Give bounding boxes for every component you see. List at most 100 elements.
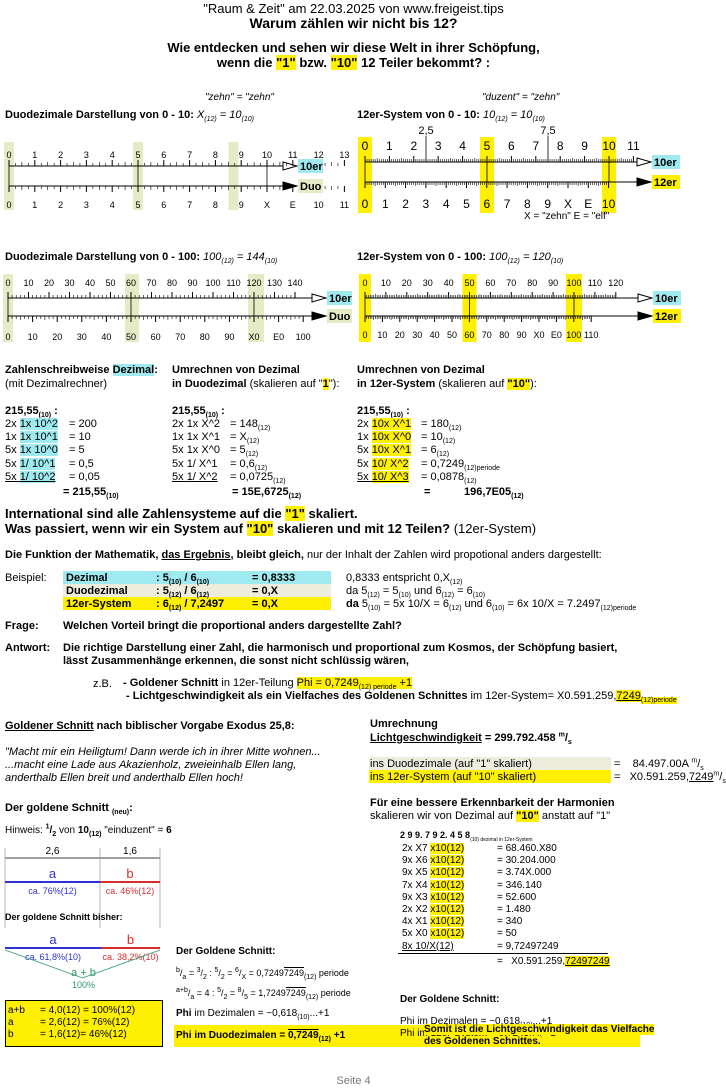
tick-label-top: 11: [627, 139, 640, 153]
conversion-row: 5x 1/ 10^1= 0,5: [5, 457, 94, 470]
row-value: = 6(12): [421, 444, 450, 459]
golden-box-row: b= 1,6(12)= 46%(12): [8, 1029, 127, 1040]
umr-factor: 4x X1 x10(12): [402, 916, 465, 928]
box-value: = 4,0(12) = 100%(12): [40, 1005, 136, 1016]
tick-label-top: 0: [362, 139, 369, 153]
tick-label-bottom: 7: [187, 200, 192, 210]
tick-label-top: 8: [213, 150, 218, 160]
duo10-title: Duodezimale Darstellung von 0 - 10: X(12…: [5, 109, 254, 124]
label-bottom: Duo: [300, 181, 322, 193]
umr-row: 9x X6 x10(12)= 30.204.000: [402, 855, 556, 867]
col2-total: = 15E,6725(12): [232, 486, 302, 501]
conversion-row: 5x 1/ 10^2= 0,05: [5, 470, 100, 483]
somit-line2: des Goldenen Schnittes.: [424, 1036, 541, 1047]
tick-label-top: 120: [246, 278, 261, 288]
tick-label-top: 80: [167, 278, 177, 288]
tick-label-top: 60: [485, 278, 495, 288]
seg-b-new: b: [126, 866, 133, 881]
row-factor: 10x X^0: [371, 431, 412, 444]
box-value: = 2,6(12) = 76%(12): [40, 1017, 130, 1028]
arrow-bottom: [636, 177, 653, 187]
row-value: = 10(12): [421, 431, 456, 446]
umr-factor: 8x 10/X(12): [402, 940, 454, 952]
umr-gs-title: Der Goldene Schnitt:: [400, 994, 500, 1005]
umr-total: = X0.591.259,72497249: [497, 956, 610, 967]
tick-label-top: 50: [105, 278, 115, 288]
col2-subheading: in Duodezimal (skalieren auf "1"):: [172, 378, 340, 390]
box-value: = 1,6(12)= 46%(12): [40, 1029, 127, 1040]
row-factor: 1/ 10^1: [19, 457, 56, 470]
row-value: = 0,05: [69, 470, 100, 483]
umr-row: 4x X1 x10(12)= 340: [402, 916, 522, 928]
beispiel-right-3: da 5(10) = 5x 10/X = 6(12) und 6(10) = 6…: [346, 598, 637, 613]
note-zehn: "zehn" = "zehn": [205, 92, 274, 103]
tick-label-bottom: 10: [377, 330, 387, 340]
antwort-label: Antwort:: [5, 642, 51, 654]
tick-label-top: 30: [423, 278, 433, 288]
col1-number: 215,55(10) :: [5, 405, 58, 420]
umr-value: = 52.600: [497, 891, 537, 903]
conversion-row: 1x 10x X^0= 10(12): [357, 431, 455, 445]
tick-label-top: 110: [226, 278, 240, 288]
tick-label-top: 10: [602, 139, 616, 153]
tick-label-bottom: E0: [551, 330, 562, 340]
umrechnung-title: Umrechnung: [370, 718, 438, 730]
tick-label-bottom: 60: [151, 332, 161, 342]
label-top: 10er: [655, 293, 678, 305]
beispiel-dezimal: Dezimal: 5(10) / 6(10)= 0,8333: [66, 572, 296, 587]
page-title: Warum zählen wir nicht bis 12?: [249, 15, 458, 31]
label-top: 10er: [300, 161, 323, 173]
tick-label-bottom: 3: [423, 197, 430, 211]
tick-label-top: 120: [608, 278, 623, 288]
label-bottom-bg: [653, 309, 681, 323]
beispiel-right-2: da 5(12) = 5(10) und 6(12) = 6(10): [346, 585, 486, 600]
tick-label-bottom: 70: [175, 332, 185, 342]
row-factor: 10/ X^3: [371, 470, 409, 483]
tick-label-top: 2: [58, 150, 63, 160]
tick-label-bottom: X0: [533, 330, 544, 340]
label-top-bg: [298, 159, 323, 173]
row-multiplier: 1x: [172, 431, 187, 444]
tick-label-bottom: 10: [28, 332, 38, 342]
row-value: = 10: [69, 431, 91, 444]
row-multiplier: 2x: [357, 418, 372, 430]
tick-label-bottom: X0: [248, 332, 259, 342]
ab-bracket: [4, 949, 161, 979]
row-value: = 180(12): [421, 418, 462, 433]
tick-label-top: 20: [402, 278, 412, 288]
tick-label-bottom: 10: [602, 197, 616, 211]
tick-label-bottom: 9: [239, 200, 244, 210]
row-value: = 0,0878(12): [421, 470, 477, 485]
row-factor: 10x X^1: [371, 418, 412, 430]
tick-label-bottom: 7: [504, 197, 511, 211]
antwort-line2: lässt Zusammenhänge erkennen, die sonst …: [63, 655, 409, 667]
tick-label-bottom: 5: [135, 200, 140, 210]
label-bottom-bg: [327, 309, 352, 323]
arrow-top: [282, 161, 299, 171]
arrow-top: [637, 293, 654, 303]
umr-factor: 5x X0 x10(12): [402, 928, 465, 940]
tick-label-top: 50: [464, 278, 474, 288]
tick-label-top: 70: [146, 278, 156, 288]
row-factor: 1/ X^1: [186, 457, 218, 470]
tick-label-bottom: 90: [224, 332, 234, 342]
umr-factor: 9x X5 x10(12): [402, 867, 465, 879]
sys12-100-title: 12er-System von 0 - 100: 100(12) = 120(1…: [357, 251, 564, 266]
tick-label-top: 10: [381, 278, 391, 288]
row-multiplier: 5x: [172, 444, 187, 457]
arrow-top: [311, 293, 328, 303]
tick-label-bottom: 40: [101, 332, 111, 342]
golden-box-row: a+b= 4,0(12) = 100%(12): [8, 1005, 135, 1016]
tick-label-top: 13: [339, 150, 349, 160]
umr-sum-line: [398, 953, 608, 954]
umr-factor: 2x X2 x10(12): [402, 904, 465, 915]
golden-hint: Hinweis: 1/2 von 10(12) "einduzent" = 6: [5, 823, 172, 838]
row-value: = 0,5: [69, 457, 94, 470]
tick-label-bottom: 90: [517, 330, 527, 340]
pct-b-old: ca. 38,2%(10): [102, 952, 158, 962]
tick-label-bottom: 30: [412, 330, 422, 340]
row-multiplier: 5x: [5, 470, 20, 483]
tick-label-top: 10: [23, 278, 33, 288]
